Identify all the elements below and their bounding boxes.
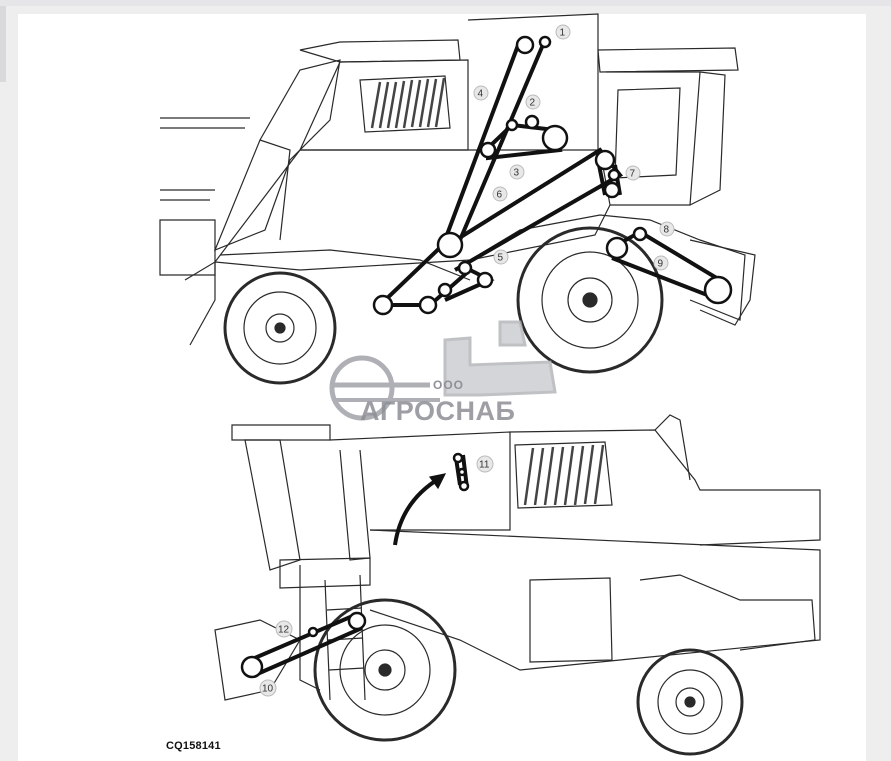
svg-text:2: 2 xyxy=(530,98,536,109)
svg-text:3: 3 xyxy=(514,168,520,179)
bottom-pulleys xyxy=(240,452,470,679)
svg-text:4: 4 xyxy=(478,89,484,100)
callout-12: 12 xyxy=(275,620,293,638)
top-frame-edge xyxy=(0,0,891,6)
callout-3: 3 xyxy=(509,164,525,180)
detail-arrowhead xyxy=(428,473,447,490)
svg-text:11: 11 xyxy=(479,460,490,471)
watermark-name: АГРОСНАБ xyxy=(360,396,516,426)
top-pulleys xyxy=(372,35,733,316)
callout-labels: 1 2 3 4 5 6 7 8 9 10 11 12 xyxy=(259,24,675,697)
svg-text:12: 12 xyxy=(278,625,290,636)
figure-reference-code: CQ158141 xyxy=(166,740,221,752)
callout-9: 9 xyxy=(653,255,669,271)
svg-text:1: 1 xyxy=(560,28,566,39)
svg-text:6: 6 xyxy=(497,190,503,201)
diagram-sheet xyxy=(18,14,866,761)
svg-text:10: 10 xyxy=(262,684,274,695)
left-frame-edge xyxy=(0,6,6,82)
top-combine-outline xyxy=(159,13,756,385)
bottom-belt-drives xyxy=(249,454,469,677)
callout-1: 1 xyxy=(555,24,571,40)
svg-text:5: 5 xyxy=(498,253,504,264)
callout-6: 6 xyxy=(492,186,508,202)
callout-4: 4 xyxy=(473,85,489,101)
callout-8: 8 xyxy=(659,221,675,237)
callout-7: 7 xyxy=(625,165,641,181)
detail-arrow xyxy=(393,476,442,546)
watermark-prefix: ООО xyxy=(433,378,465,392)
callout-5: 5 xyxy=(493,249,509,265)
callout-11: 11 xyxy=(476,455,494,473)
top-belt-drives xyxy=(378,39,722,307)
bottom-combine-outline xyxy=(214,414,821,756)
svg-text:8: 8 xyxy=(664,225,670,236)
callout-2: 2 xyxy=(525,94,541,110)
svg-text:9: 9 xyxy=(658,259,664,270)
svg-text:7: 7 xyxy=(630,169,636,180)
callout-10: 10 xyxy=(259,679,277,697)
watermark-logo xyxy=(329,320,557,421)
